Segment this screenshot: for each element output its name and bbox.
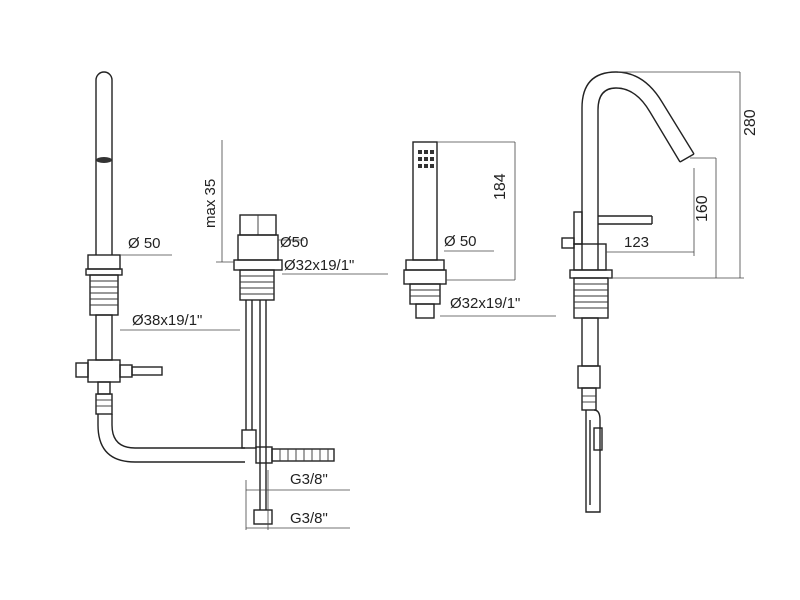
valve-diameter-label: Ø50 <box>280 234 308 251</box>
mixer-spout-height-label: 160 <box>694 195 711 222</box>
mixer-total-height-label: 280 <box>742 109 759 136</box>
spout-assembly <box>75 71 245 463</box>
shower-assembly <box>403 141 447 319</box>
mixer-reach-label: 123 <box>624 234 649 251</box>
mixer-assembly <box>561 71 695 513</box>
connector-g1-label: G3/8" <box>290 471 328 488</box>
dimension-lines <box>120 71 744 530</box>
spout-diameter-label: Ø 50 <box>128 235 161 252</box>
shower-diameter-label: Ø 50 <box>444 233 477 250</box>
shower-thread-label: Ø32x19/1" <box>450 295 520 312</box>
valve-thread-label: Ø32x19/1" <box>284 257 354 274</box>
connector-g2-label: G3/8" <box>290 510 328 527</box>
valve-max-label: max 35 <box>202 179 219 228</box>
spout-thread-label: Ø38x19/1" <box>132 312 202 329</box>
valve-assembly <box>233 214 335 525</box>
shower-height-label: 184 <box>492 173 509 200</box>
